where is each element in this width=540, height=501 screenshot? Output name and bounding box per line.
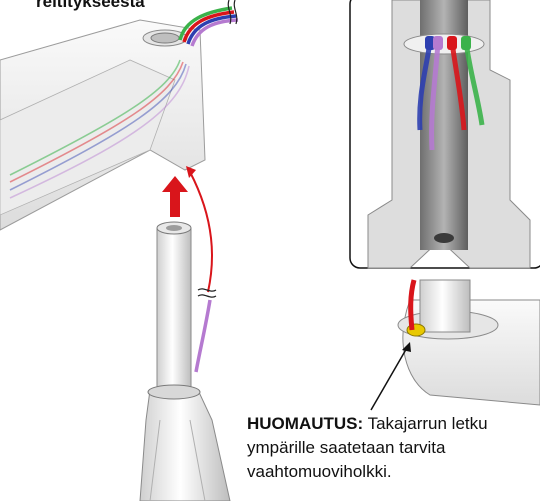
cable-bundle bbox=[180, 0, 238, 46]
break-mark bbox=[198, 289, 216, 297]
detail-inset bbox=[350, 0, 540, 268]
headset-detail bbox=[398, 280, 540, 405]
rear-brake-hose bbox=[196, 300, 210, 372]
note-line3: vaahtomuoviholkki. bbox=[247, 460, 540, 484]
fork-steerer bbox=[140, 222, 230, 501]
note-heading: HUOMAUTUS: bbox=[247, 414, 363, 433]
note-line2: ympärille saatetaan tarvita bbox=[247, 436, 540, 460]
note-text: HUOMAUTUS: Takajarrun letku ympärille sa… bbox=[247, 412, 540, 484]
top-label-fragment: reititykseestä bbox=[36, 0, 145, 12]
routing-arrow bbox=[190, 172, 212, 292]
note-line1: Takajarrun letku bbox=[363, 414, 487, 433]
note-leader bbox=[371, 346, 408, 410]
insert-arrow bbox=[162, 176, 188, 217]
routing-arrowhead bbox=[186, 166, 196, 178]
